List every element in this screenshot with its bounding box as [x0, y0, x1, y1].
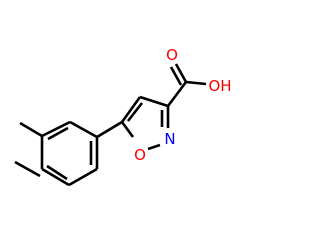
bond-ring-a5-a6-inner: [46, 164, 68, 181]
bond-methyl-lower: [14, 160, 41, 178]
bond-ring-a1-a2-inner: [47, 126, 69, 141]
atom-hydroxyl: OH: [208, 77, 231, 95]
bond-ring-a5-a6: [41, 167, 70, 187]
bond-carbonyl-second: [169, 66, 183, 86]
bond-c3-carboxyl: [166, 81, 188, 107]
bond-c4-c3: [139, 95, 169, 108]
bond-carboxyl-oh: [185, 80, 207, 86]
bond-o-c5: [120, 121, 135, 138]
atom-oxygen-ring: O: [134, 146, 146, 164]
bond-c5-c4-inner: [126, 102, 144, 122]
bond-n-o: [147, 143, 161, 151]
molecule-structure: O OH N O: [14, 46, 232, 187]
bond-c5-c4: [120, 96, 142, 123]
bond-ring-a4-a5: [68, 167, 98, 187]
bond-methyl-upper: [19, 121, 43, 138]
structure-canvas: O OH N O: [14, 46, 232, 187]
bond-carbonyl: [174, 63, 188, 83]
bond-ring-a1-a2: [41, 120, 71, 138]
atom-carbonyl-oxygen: O: [166, 46, 178, 64]
atom-nitrogen-ring: N: [164, 130, 175, 148]
bond-aryl-isoxazole: [96, 120, 123, 139]
bond-ring-a2-a3: [69, 120, 98, 139]
